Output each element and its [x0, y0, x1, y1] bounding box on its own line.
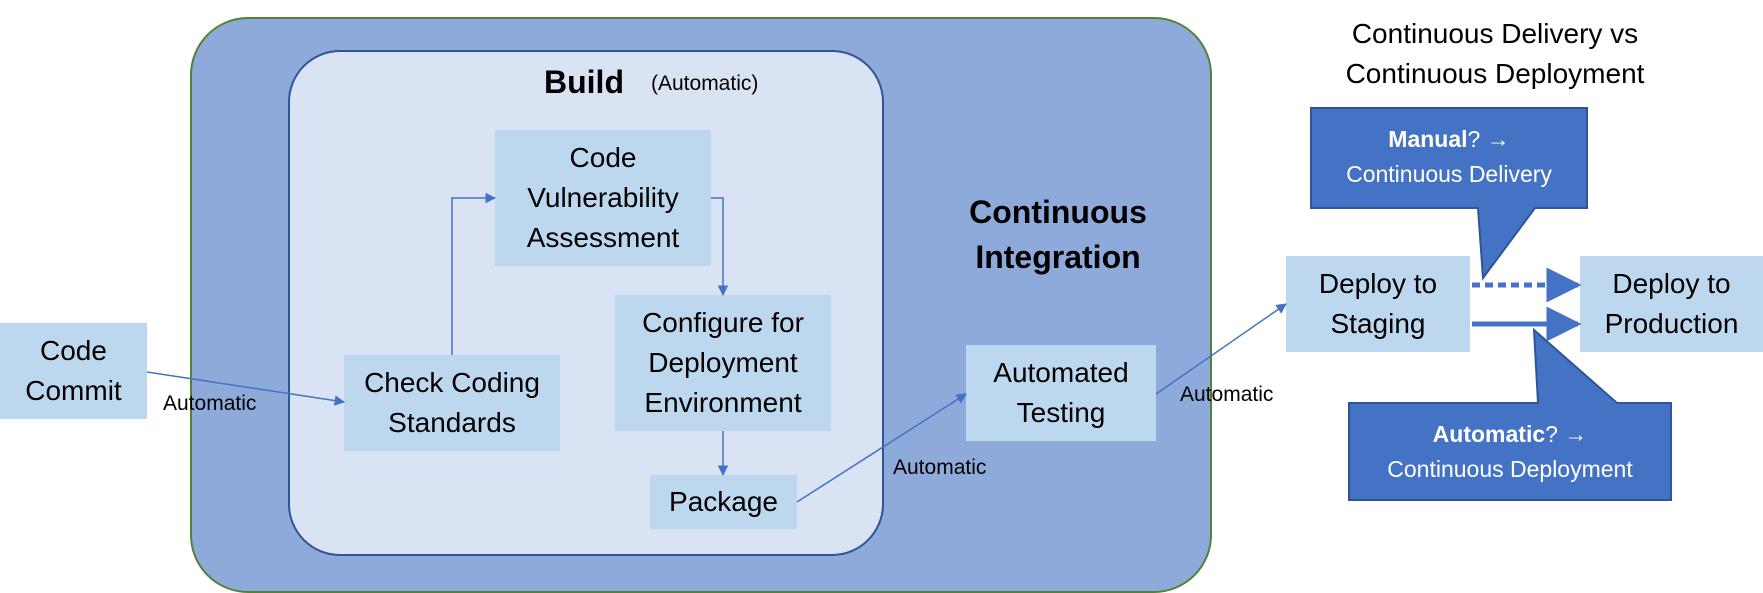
code-commit-label: Code Commit [25, 335, 122, 406]
manual-callout-suffix: ? → [1467, 126, 1510, 152]
automatic-callout-bold: Automatic [1432, 421, 1546, 447]
automatic-callout-text: Automatic? → Continuous Deployment [1349, 417, 1671, 487]
check-coding-standards-label: Check Coding Standards [364, 367, 540, 438]
manual-callout-text: Manual? → Continuous Delivery [1311, 122, 1587, 192]
automatic-callout-line2: Continuous Deployment [1387, 456, 1633, 482]
deploy-staging-label: Deploy to Staging [1318, 268, 1438, 339]
automatic-callout-suffix: ? → [1545, 421, 1588, 447]
edge-label-package-to-testing: Automatic [893, 456, 987, 479]
delivery-vs-deployment-title: Continuous Delivery vs Continuous Deploy… [1345, 18, 1645, 89]
check-coding-standards-box: Check Coding Standards [344, 355, 560, 451]
arrow-testing-to-staging [1155, 303, 1287, 395]
edge-label-testing-to-staging: Automatic [1180, 383, 1274, 406]
code-vulnerability-assessment-label: Code Vulnerability Assessment [526, 142, 680, 253]
automated-testing-label: Automated Testing [993, 357, 1129, 428]
edge-label-commit-to-check: Automatic [163, 392, 257, 415]
build-title: Build [544, 64, 624, 100]
arrow-check-to-vulnerability [451, 192, 497, 355]
manual-callout-line2: Continuous Delivery [1346, 161, 1552, 187]
continuous-integration-title: Continuous Integration [969, 194, 1147, 275]
arrow-vulnerability-to-configure [711, 197, 729, 297]
package-box: Package [650, 475, 797, 529]
package-label: Package [669, 486, 778, 517]
automatic-callout-shape [1348, 327, 1672, 501]
deploy-production-box: Deploy to Production [1580, 256, 1763, 352]
code-commit-box: Code Commit [0, 323, 147, 419]
automated-testing-box: Automated Testing [966, 345, 1156, 441]
deploy-production-label: Deploy to Production [1604, 268, 1739, 339]
build-subtitle: (Automatic) [651, 72, 759, 95]
manual-callout-bold: Manual [1388, 126, 1468, 152]
code-vulnerability-assessment-box: Code Vulnerability Assessment [495, 130, 711, 266]
configure-deployment-box: Configure for Deployment Environment [615, 295, 831, 431]
deploy-staging-box: Deploy to Staging [1286, 256, 1470, 352]
arrow-package-to-testing [796, 393, 967, 503]
manual-callout-shape [1310, 107, 1588, 281]
arrow-commit-to-check [146, 371, 346, 406]
configure-deployment-label: Configure for Deployment Environment [642, 307, 804, 418]
